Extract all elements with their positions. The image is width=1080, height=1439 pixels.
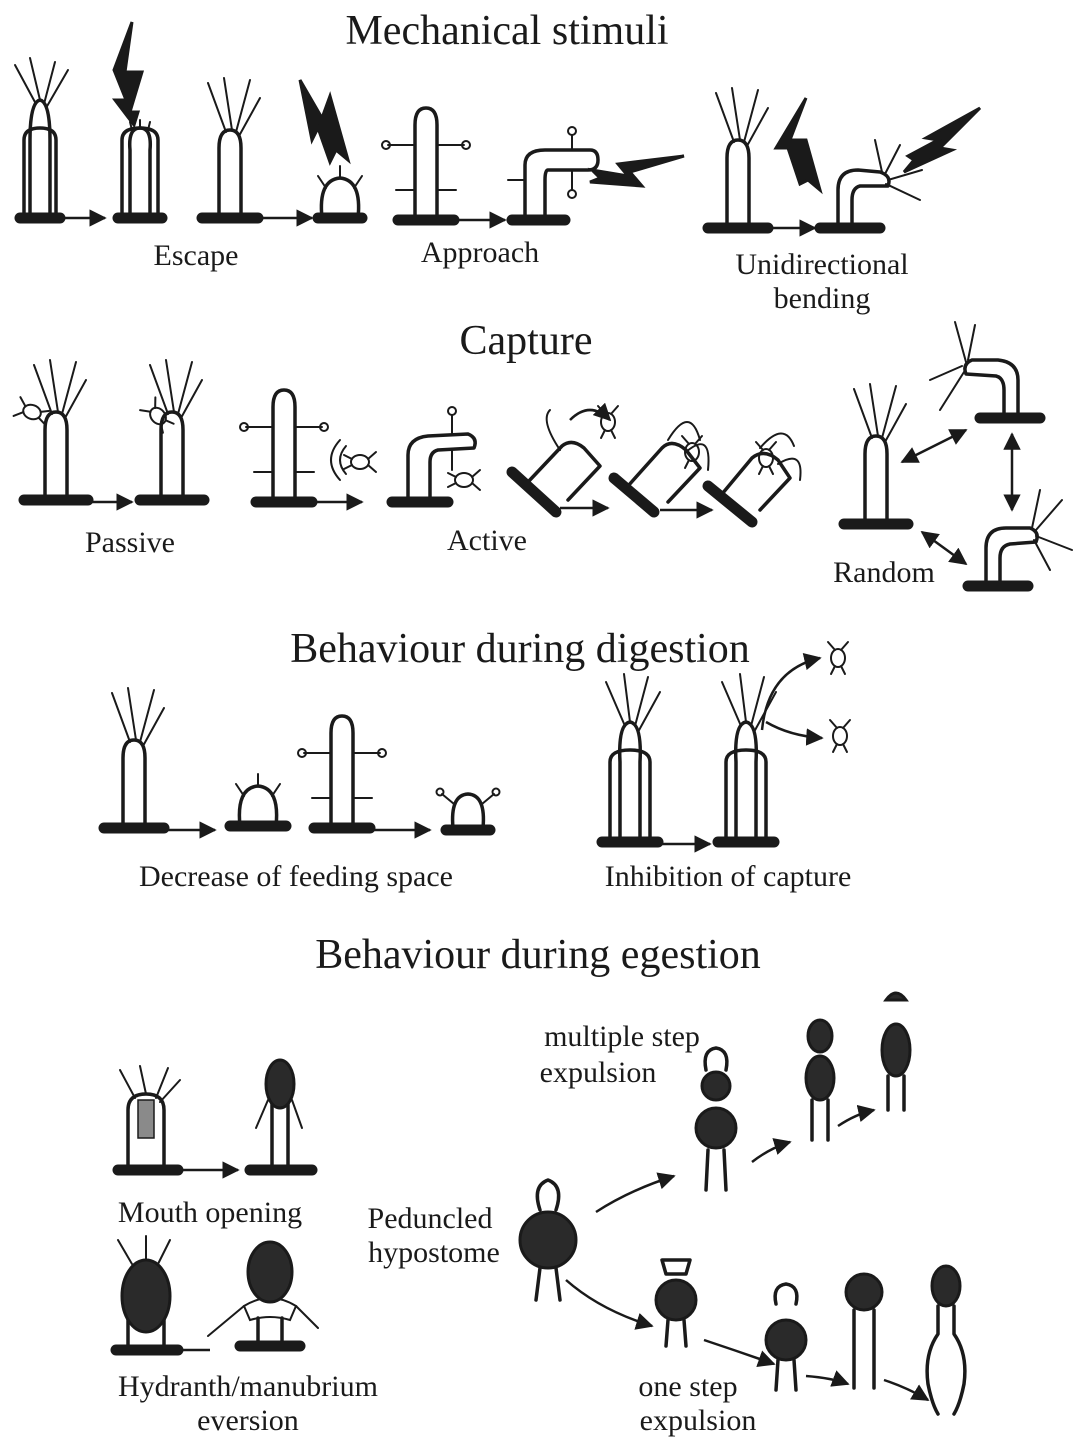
mouth-opening-sequence: Mouth opening [112, 1058, 318, 1229]
polyp-bent [506, 126, 600, 226]
polyp-bent-right [962, 489, 1073, 592]
caption-inhibition: Inhibition of capture [605, 860, 852, 893]
stimulus-bolt-icon [902, 106, 982, 174]
section-egestion: Behaviour during egestion Mouth opening [110, 932, 967, 1437]
caption-approach: Approach [421, 236, 539, 269]
polyp-contracted-sheathed [112, 119, 168, 224]
polyp-extended [380, 106, 472, 226]
active-sequence: Active [238, 388, 802, 557]
section-title-digestion: Behaviour during digestion [290, 626, 750, 672]
caption-passive: Passive [85, 526, 175, 559]
section-title-capture: Capture [460, 318, 593, 364]
stimulus-bolt-icon [773, 97, 823, 195]
random-sequence: Random [833, 321, 1073, 592]
polyp-tilted-1 [506, 409, 602, 518]
section-mechanical-stimuli: Mechanical stimuli [14, 8, 982, 315]
section-title-egestion: Behaviour during egestion [315, 932, 761, 978]
section-capture: Capture Passive [12, 318, 1073, 592]
passive-sequence: Passive [12, 358, 210, 559]
caption-decrease: Decrease of feeding space [139, 860, 453, 893]
caption-mouth: Mouth opening [118, 1196, 302, 1229]
caption-random: Random [833, 556, 935, 589]
stimulus-bolt-icon [298, 79, 351, 166]
unidirectional-sequence: Unidirectional bending [702, 86, 982, 315]
caption-eversion-2: eversion [197, 1404, 299, 1437]
polyp-capturing [386, 406, 477, 508]
inhibition-sequence: Inhibition of capture [596, 641, 852, 893]
caption-multiple-1: multiple step [544, 1020, 700, 1053]
caption-peduncled-1: Peduncled [368, 1202, 493, 1235]
polyp-small-tentacled [435, 787, 501, 836]
caption-unidirectional-2: bending [774, 282, 871, 315]
section-digestion: Behaviour during digestion [98, 626, 852, 893]
polyp-bent-left [929, 321, 1046, 424]
caption-onestep-2: expulsion [640, 1404, 757, 1437]
polyp-tilted-2 [608, 421, 710, 518]
eversion-sequence: Hydranth/manubrium eversion [110, 1235, 378, 1437]
polyp-contracted [312, 164, 368, 224]
polyp-upright [702, 86, 774, 234]
stimulus-bolt-icon [111, 21, 145, 129]
decrease-sequence: Decrease of feeding space [98, 686, 501, 893]
polyp-sheathed [14, 57, 69, 224]
multiple-step-expulsion: multiple step expulsion [540, 991, 912, 1192]
caption-active: Active [447, 524, 527, 557]
one-step-expulsion: one step expulsion [638, 1258, 967, 1437]
caption-eversion-1: Hydranth/manubrium [118, 1370, 378, 1403]
caption-multiple-2: expulsion [540, 1056, 657, 1089]
caption-unidirectional-1: Unidirectional [735, 248, 908, 281]
section-title-mechanical: Mechanical stimuli [345, 8, 668, 54]
stimulus-bolt-icon [587, 154, 685, 188]
polyp-free [196, 76, 264, 224]
approach-sequence: Approach [380, 106, 685, 269]
polyp-tilted-3 [702, 432, 802, 528]
caption-escape: Escape [154, 239, 239, 272]
caption-peduncled-2: hypostome [368, 1236, 500, 1269]
caption-onestep-1: one step [638, 1370, 737, 1403]
escape-sequence: Escape [14, 21, 368, 272]
polyp-bending [814, 139, 923, 234]
peduncled-hypostome: Peduncled hypostome [368, 1172, 676, 1330]
